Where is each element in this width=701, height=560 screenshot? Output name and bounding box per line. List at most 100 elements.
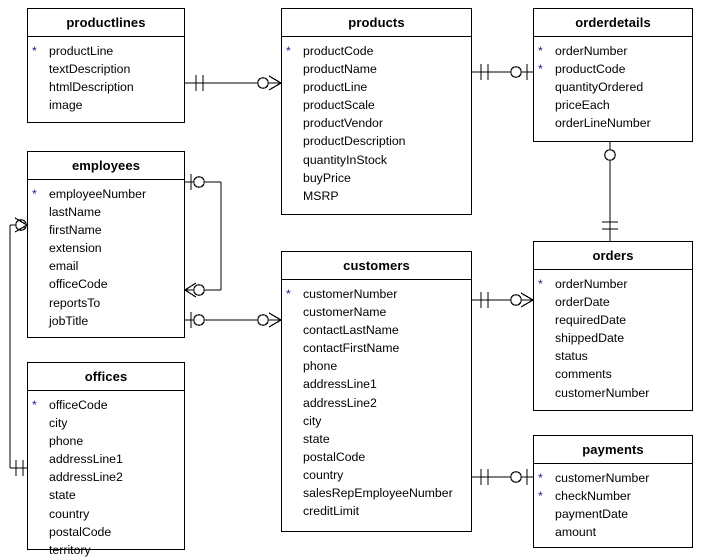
field-row[interactable]: productName — [286, 60, 467, 78]
entity-fields-orderdetails: *orderNumber * productCode quantityOrdere… — [534, 37, 692, 138]
field-row[interactable]: productScale — [286, 96, 467, 114]
field-row[interactable]: priceEach — [538, 96, 688, 114]
field-row[interactable]: *customerNumber — [538, 469, 688, 487]
field-row[interactable]: email — [32, 257, 180, 275]
field-label: addressLine2 — [49, 470, 123, 485]
entity-title-employees: employees — [28, 152, 184, 180]
field-row[interactable]: productLine — [286, 78, 467, 96]
field-row[interactable]: salesRepEmployeeNumber — [286, 484, 467, 502]
field-row[interactable]: comments — [538, 365, 688, 383]
field-row[interactable]: country — [32, 505, 180, 523]
field-row[interactable]: quantityOrdered — [538, 78, 688, 96]
pk-marker: * — [538, 44, 543, 58]
field-row[interactable]: *checkNumber — [538, 487, 688, 505]
field-row[interactable]: *officeCode — [32, 396, 180, 414]
field-row[interactable]: paymentDate — [538, 505, 688, 523]
field-row[interactable]: contactFirstName — [286, 339, 467, 357]
field-row[interactable]: city — [286, 412, 467, 430]
field-row[interactable]: city — [32, 414, 180, 432]
entity-fields-employees: *employeeNumber lastName firstName exten… — [28, 180, 184, 336]
field-row[interactable]: *orderNumber — [538, 275, 688, 293]
relationship-offices-employees — [9, 217, 28, 476]
field-label: jobTitle — [49, 313, 89, 328]
entity-orderdetails[interactable]: orderdetails *orderNumber *productCode q… — [533, 8, 693, 142]
field-label: firstName — [49, 223, 102, 238]
field-label: productCode — [555, 62, 626, 77]
entity-employees[interactable]: employees *employeeNumber lastName first… — [27, 151, 185, 338]
field-row[interactable]: productDescription — [286, 132, 467, 150]
field-row[interactable]: addressLine1 — [286, 375, 467, 393]
field-label: checkNumber — [555, 489, 631, 504]
field-label: contactLastName — [303, 323, 399, 338]
field-row[interactable]: extension — [32, 239, 180, 257]
field-row[interactable]: territory — [32, 541, 180, 559]
field-row[interactable]: *productCode — [286, 42, 467, 60]
field-label: city — [49, 416, 68, 431]
field-label: contactFirstName — [303, 341, 400, 356]
field-label: orderDate — [555, 295, 610, 310]
entity-fields-productlines: *productLine textDescription htmlDescrip… — [28, 37, 184, 120]
field-row[interactable]: addressLine2 — [32, 468, 180, 486]
entity-title-productlines: productlines — [28, 9, 184, 37]
field-row[interactable]: postalCode — [32, 523, 180, 541]
field-label: comments — [555, 367, 612, 382]
entity-orders[interactable]: orders *orderNumber orderDate requiredDa… — [533, 241, 693, 411]
field-row[interactable]: phone — [286, 357, 467, 375]
pk-marker: * — [538, 62, 543, 77]
field-label: officeCode — [49, 277, 108, 292]
entity-fields-offices: *officeCode city phone addressLine1 addr… — [28, 391, 184, 560]
field-row[interactable]: amount — [538, 523, 688, 541]
field-row[interactable]: addressLine2 — [286, 394, 467, 412]
entity-payments[interactable]: payments *customerNumber *checkNumber pa… — [533, 435, 693, 548]
field-row[interactable]: officeCode — [32, 275, 180, 293]
field-row[interactable]: textDescription — [32, 60, 180, 78]
field-row[interactable]: * productCode — [538, 60, 688, 78]
field-row[interactable]: orderLineNumber — [538, 114, 688, 132]
field-row[interactable]: MSRP — [286, 187, 467, 205]
field-label: productLine — [49, 44, 114, 58]
field-row[interactable]: status — [538, 347, 688, 365]
entity-fields-products: *productCode productName productLine pro… — [282, 37, 471, 211]
field-row[interactable]: state — [32, 486, 180, 504]
field-row[interactable]: lastName — [32, 203, 180, 221]
entity-title-offices: offices — [28, 363, 184, 391]
field-row[interactable]: contactLastName — [286, 321, 467, 339]
field-row[interactable]: reportsTo — [32, 294, 180, 312]
field-row[interactable]: htmlDescription — [32, 78, 180, 96]
field-row[interactable]: phone — [32, 432, 180, 450]
field-row[interactable]: quantityInStock — [286, 151, 467, 169]
relationship-products-orderdetails — [472, 64, 533, 80]
field-row[interactable]: shippedDate — [538, 329, 688, 347]
field-row[interactable]: orderDate — [538, 293, 688, 311]
entity-title-payments: payments — [534, 436, 692, 464]
field-label: MSRP — [303, 188, 339, 203]
field-row[interactable]: addressLine1 — [32, 450, 180, 468]
field-row[interactable]: requiredDate — [538, 311, 688, 329]
field-row[interactable]: creditLimit — [286, 502, 467, 520]
field-label: postalCode — [49, 524, 112, 539]
field-row[interactable]: postalCode — [286, 448, 467, 466]
field-row[interactable]: *employeeNumber — [32, 185, 180, 203]
field-row[interactable]: customerName — [286, 303, 467, 321]
field-row[interactable]: *customerNumber — [286, 285, 467, 303]
field-label: creditLimit — [303, 504, 360, 519]
entity-customers[interactable]: customers *customerNumber customerName c… — [281, 251, 472, 532]
field-row[interactable]: customerNumber — [538, 384, 688, 402]
field-row[interactable]: jobTitle — [32, 312, 180, 330]
field-row[interactable]: image — [32, 96, 180, 114]
entity-offices[interactable]: offices *officeCode city phone addressLi… — [27, 362, 185, 557]
pk-marker: * — [32, 187, 37, 201]
field-row[interactable]: state — [286, 430, 467, 448]
field-row[interactable]: productVendor — [286, 114, 467, 132]
field-label: orderLineNumber — [555, 116, 651, 131]
field-row[interactable]: country — [286, 466, 467, 484]
field-label: addressLine1 — [303, 377, 377, 392]
entity-title-products: products — [282, 9, 471, 37]
entity-products[interactable]: products *productCode productName produc… — [281, 8, 472, 215]
field-row[interactable]: *productLine — [32, 42, 180, 60]
field-row[interactable]: *orderNumber — [538, 42, 688, 60]
field-row[interactable]: firstName — [32, 221, 180, 239]
field-label: htmlDescription — [49, 80, 134, 95]
entity-productlines[interactable]: productlines *productLine textDescriptio… — [27, 8, 185, 123]
field-row[interactable]: buyPrice — [286, 169, 467, 187]
